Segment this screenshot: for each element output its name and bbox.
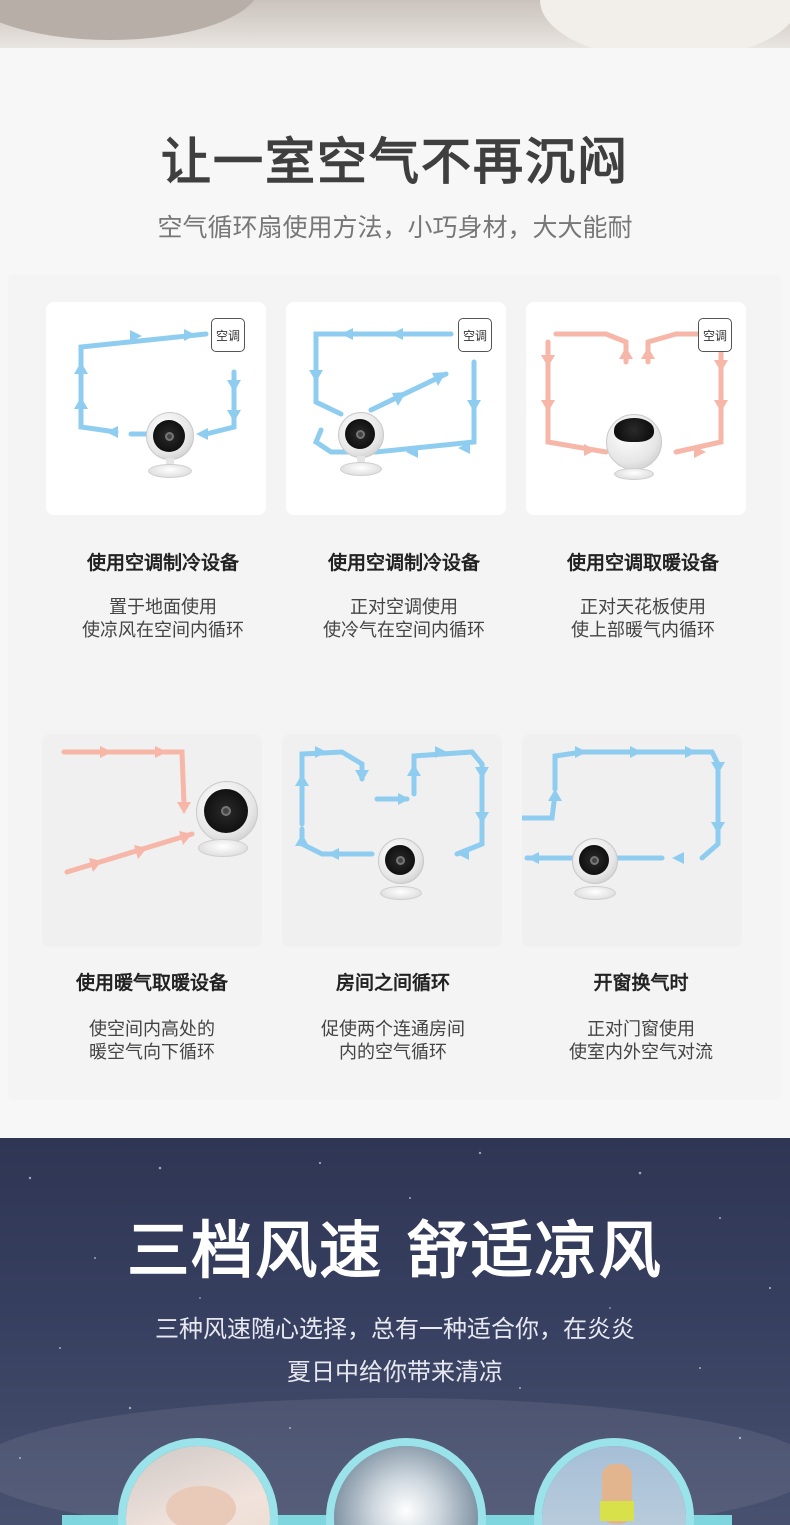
air-conditioner-label: 空调	[458, 318, 492, 352]
scenario-desc-line: 正对空调使用	[350, 597, 458, 618]
scenario-desc-2: 正对空调使用 使冷气在空间内循环	[279, 596, 529, 642]
scenario-card-3: 空调	[526, 302, 746, 515]
top-photo-strip	[0, 0, 790, 48]
cool-airflow-arrows	[295, 746, 489, 860]
fan-product-icon	[378, 838, 428, 908]
scenario-title-4: 使用暖气取暖设备	[75, 972, 228, 994]
scenario-desc-line: 使室内外空气对流	[569, 1042, 713, 1063]
scenario-card-4	[42, 734, 262, 947]
wind-speed-desc-line: 三种风速随心选择，总有一种适合你，在炎炎	[155, 1315, 635, 1343]
wind-speed-section: 三档风速 舒适凉风 三种风速随心选择，总有一种适合你，在炎炎 夏日中给你带来清凉	[0, 1138, 790, 1525]
fan-tilted-up-icon	[606, 414, 666, 484]
scenario-desc-line: 正对门窗使用	[587, 1019, 695, 1040]
scenario-desc-line: 暖空气向下循环	[89, 1042, 215, 1063]
runner-image	[534, 1438, 694, 1525]
scenario-card-6	[522, 734, 742, 947]
air-conditioner-label: 空调	[698, 318, 732, 352]
scenario-desc-line: 使凉风在空间内循环	[82, 620, 244, 641]
scenario-desc-5: 促使两个连通房间 内的空气循环	[268, 1018, 518, 1064]
page-title: 让一室空气不再沉闷	[161, 133, 629, 191]
scenario-title-3: 使用空调取暖设备	[566, 552, 719, 574]
scenario-desc-line: 促使两个连通房间	[321, 1019, 465, 1040]
scenario-card-1: 空调	[46, 302, 266, 515]
scenario-desc-line: 使冷气在空间内循环	[323, 620, 485, 641]
sleeping-person-image	[118, 1438, 278, 1525]
scenario-desc-line: 置于地面使用	[109, 597, 217, 618]
usage-section: 让一室空气不再沉闷 空气循环扇使用方法，小巧身材，大大能耐 空调	[0, 48, 790, 1138]
scenario-title-1: 使用空调制冷设备	[86, 552, 239, 574]
air-conditioner-label: 空调	[211, 318, 245, 352]
scenario-desc-1: 置于地面使用 使凉风在空间内循环	[38, 596, 288, 642]
dandelion-image	[326, 1438, 486, 1525]
cool-airflow-arrows	[74, 329, 241, 440]
scenario-desc-line: 使空间内高处的	[89, 1019, 215, 1040]
scenario-desc-line: 使上部暖气内循环	[571, 620, 715, 641]
scenario-desc-6: 正对门窗使用 使室内外空气对流	[516, 1018, 766, 1064]
photo-highlight	[540, 0, 790, 48]
page-subtitle: 空气循环扇使用方法，小巧身材，大大能耐	[157, 213, 633, 242]
photo-shadow	[0, 0, 260, 40]
fan-tilted-down-icon	[192, 779, 262, 869]
scenario-card-2: 空调	[286, 302, 506, 515]
fan-product-icon	[572, 838, 622, 908]
scenario-desc-4: 使空间内高处的 暖空气向下循环	[27, 1018, 277, 1064]
fan-product-icon	[338, 412, 388, 482]
warm-airflow-arrows	[61, 746, 195, 875]
wind-speed-description: 三种风速随心选择，总有一种适合你，在炎炎 夏日中给你带来清凉	[0, 1308, 790, 1394]
scenario-title-2: 使用空调制冷设备	[327, 552, 480, 574]
scenario-card-5	[282, 734, 502, 947]
scenario-title-5: 房间之间循环	[335, 972, 450, 994]
scenario-desc-3: 正对天花板使用 使上部暖气内循环	[518, 596, 768, 642]
scenario-desc-line: 内的空气循环	[339, 1042, 447, 1063]
scenario-title-6: 开窗换气时	[593, 972, 689, 994]
cool-airflow-arrows	[522, 746, 725, 864]
wind-speed-title: 三档风速 舒适凉风	[127, 1214, 663, 1287]
scenario-desc-line: 正对天花板使用	[580, 597, 706, 618]
fan-product-icon	[146, 412, 196, 482]
wind-speed-desc-line: 夏日中给你带来清凉	[287, 1358, 503, 1386]
